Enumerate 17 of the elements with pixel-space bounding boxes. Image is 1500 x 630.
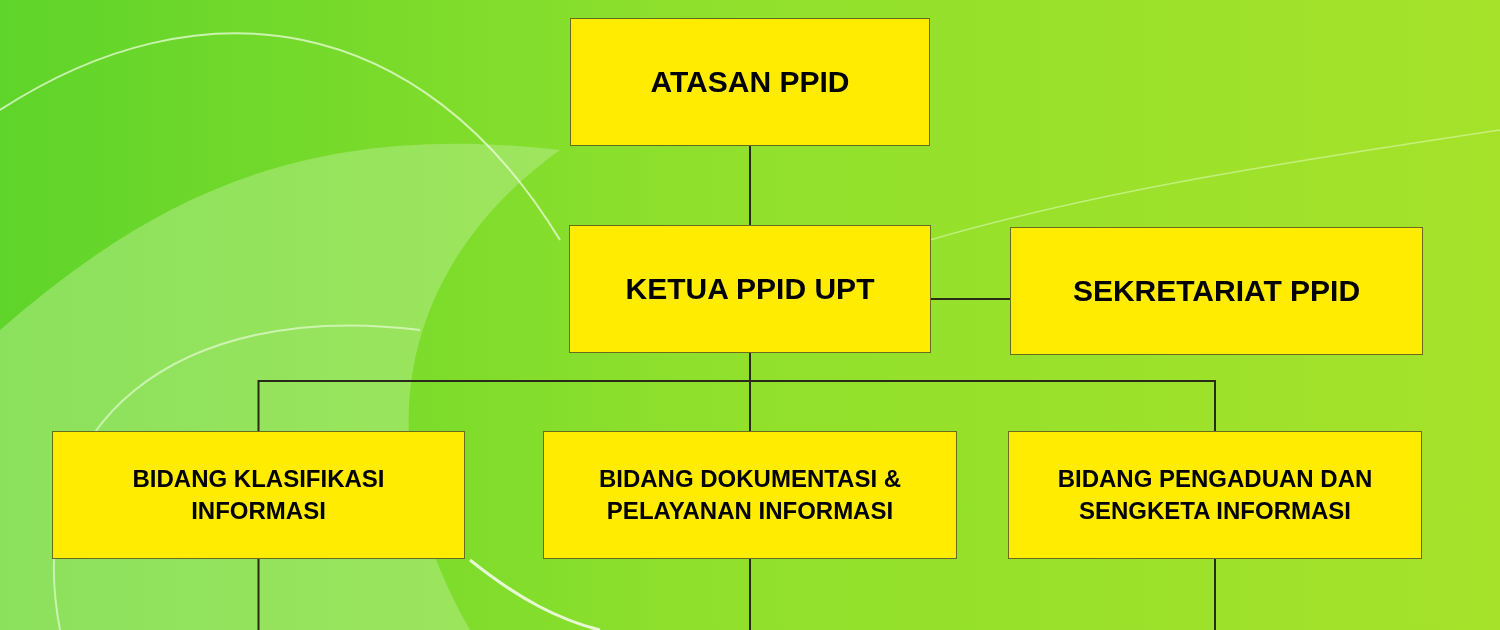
- box-label: BIDANG PENGADUAN DAN SENGKETA INFORMASI: [1056, 463, 1374, 526]
- connector-line: [749, 145, 751, 226]
- org-box: [52, 431, 465, 559]
- connector-line: [930, 298, 1011, 300]
- org-box: [1008, 431, 1422, 559]
- box-label: BIDANG DOKUMENTASI & PELAYANAN INFORMASI: [597, 463, 903, 526]
- box-label: ATASAN PPID: [649, 63, 851, 100]
- box-label: SEKRETARIAT PPID: [1071, 272, 1362, 309]
- connector-line: [1214, 558, 1216, 630]
- box-label: KETUA PPID UPT: [624, 270, 876, 307]
- org-box: [569, 225, 931, 353]
- org-box: [1010, 227, 1423, 355]
- org-box: [543, 431, 957, 559]
- box-label: BIDANG KLASIFIKASI INFORMASI: [131, 463, 386, 526]
- connector-line: [749, 558, 751, 630]
- org-box: [570, 18, 930, 146]
- connector-line: [257, 558, 260, 630]
